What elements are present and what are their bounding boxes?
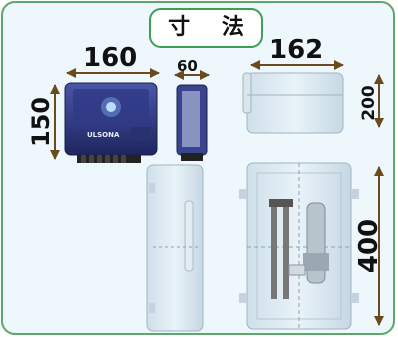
open-box: [242, 72, 344, 134]
tall-side-box: [146, 164, 204, 332]
dim-front-height: 150: [27, 96, 55, 147]
dim-front-width: 160: [83, 43, 138, 73]
dimension-lines: [50, 60, 384, 326]
dim-open-height: 200: [359, 85, 379, 121]
tall-front-box: [239, 162, 359, 330]
side-device: [176, 84, 208, 161]
dim-open-width: 162: [269, 35, 324, 65]
drawing-canvas: [50, 60, 384, 332]
title-badge: 寸 法: [149, 8, 263, 48]
dim-full-height: 400: [354, 218, 384, 274]
device-brand-label: ULSONA: [87, 131, 120, 139]
dim-side-depth: 60: [177, 57, 198, 75]
front-device: [64, 82, 158, 163]
